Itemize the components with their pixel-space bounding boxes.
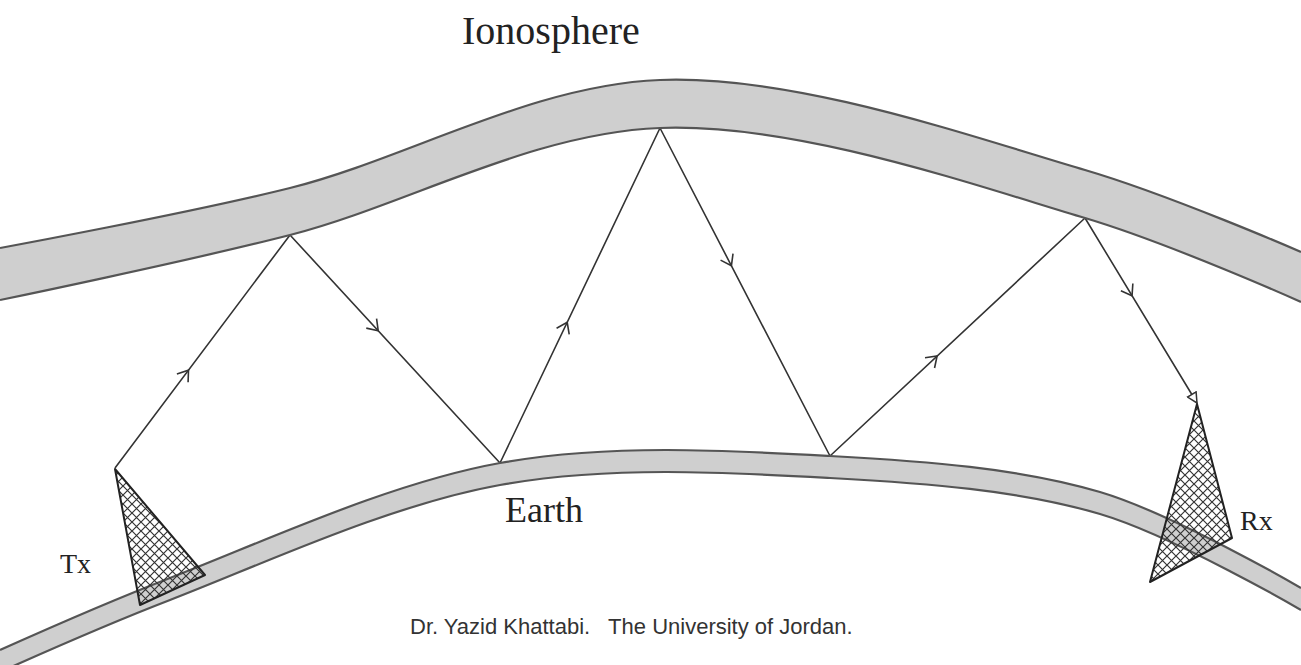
ray-direction-arrow — [721, 254, 738, 269]
tower-lattice — [115, 469, 205, 605]
node-label: Earth — [505, 490, 583, 531]
band-edge — [0, 80, 1301, 252]
band-fill — [0, 450, 1301, 665]
band-edge — [0, 128, 1301, 302]
ray-direction-arrow — [557, 319, 574, 334]
band-edge — [0, 450, 1301, 650]
band-fill — [0, 80, 1301, 302]
ray-direction-arrow — [925, 351, 942, 368]
node-label: Rx — [1240, 505, 1273, 537]
credit-note: Dr. Yazid Khattabi. The University of Jo… — [410, 614, 853, 640]
ionosphere-band: Ionosphere — [0, 0, 1301, 320]
transmitter-tower: Tx — [60, 468, 220, 613]
receiver-tower: Rx — [1140, 403, 1300, 593]
ionosphere-band-outline — [0, 0, 1301, 320]
ray-direction-arrow — [366, 319, 383, 336]
ray-direction-arrow — [1121, 284, 1138, 300]
receiver-tower-outline — [1140, 403, 1300, 593]
ray-direction-arrow — [177, 366, 194, 382]
tower-lattice — [1150, 404, 1232, 582]
node-label: Ionosphere — [462, 8, 640, 54]
transmitter-tower-outline — [60, 468, 220, 613]
node-label: Tx — [60, 548, 91, 580]
